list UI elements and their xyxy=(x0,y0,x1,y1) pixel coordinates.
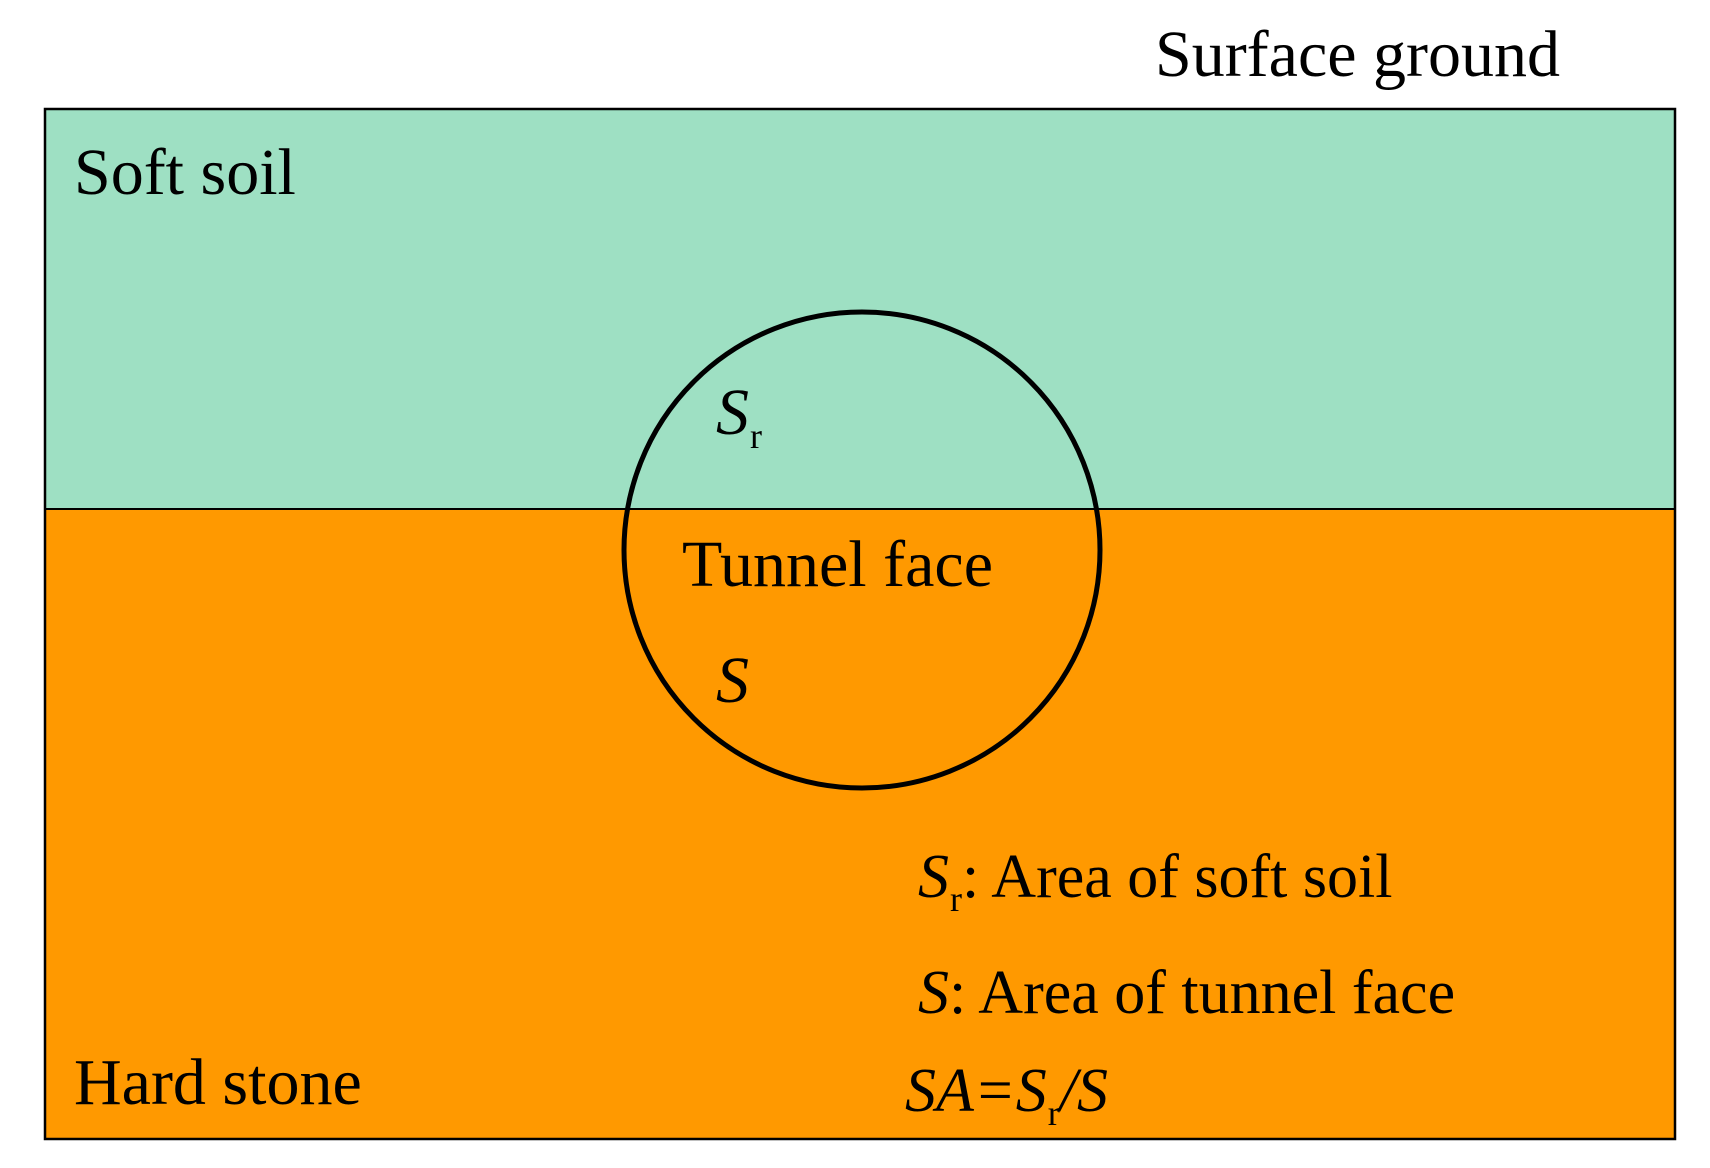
surface-ground-label: Surface ground xyxy=(1155,18,1561,91)
soft-soil-layer xyxy=(45,109,1675,509)
legend-s-symbol: S xyxy=(918,959,949,1027)
legend-soft-soil-area: Sr: Area of soft soil xyxy=(918,843,1393,917)
legend-tunnel-face-area: S: Area of tunnel face xyxy=(918,962,1455,1024)
formula-numerator-subscript: r xyxy=(1047,1093,1060,1133)
soft-soil-area-symbol: Sr xyxy=(716,380,762,455)
formula-denominator: S xyxy=(1076,1057,1108,1125)
hard-stone-label: Hard stone xyxy=(74,1046,362,1119)
legend-sr-text: : Area of soft soil xyxy=(962,843,1393,911)
tunnel-face-area-symbol: S xyxy=(716,644,749,717)
hard-stone-layer xyxy=(45,509,1675,1139)
soft-soil-label: Soft soil xyxy=(74,136,296,209)
formula-numerator: S xyxy=(1015,1057,1047,1125)
legend-s-text: : Area of tunnel face xyxy=(949,959,1456,1027)
legend-sr-symbol: S xyxy=(918,843,949,911)
soft-soil-area-symbol-letter: S xyxy=(716,376,749,449)
sa-formula: SA=Sr/S xyxy=(905,1057,1108,1131)
soft-soil-area-symbol-subscript: r xyxy=(750,416,762,456)
tunnel-face-label: Tunnel face xyxy=(682,528,993,601)
tunnel-face-circle xyxy=(621,309,1103,791)
formula-slash: / xyxy=(1059,1057,1077,1125)
ground-outline xyxy=(43,107,1677,1141)
formula-lhs: SA xyxy=(905,1057,974,1125)
legend-sr-subscript: r xyxy=(950,879,962,919)
formula-equals: = xyxy=(973,1057,1016,1125)
